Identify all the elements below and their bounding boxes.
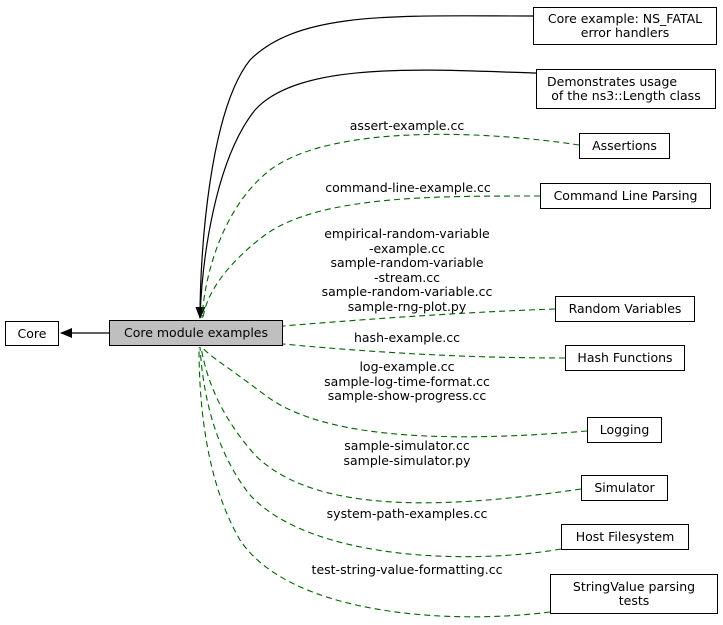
edge-stringvalue xyxy=(198,346,551,618)
edge-label-stringvalue: test-string-value-formatting.cc xyxy=(311,562,503,578)
edge-label-cmdline-line: command-line-example.cc xyxy=(325,180,491,195)
edge-random xyxy=(282,308,556,327)
edge-label-hash-line: hash-example.cc xyxy=(353,330,461,345)
edge-logging xyxy=(201,346,588,438)
edge-label-random-line: sample-random-variable xyxy=(330,255,484,270)
edge-label-assertions-line: assert-example.cc xyxy=(349,118,465,133)
hash-node-label: Hash Functions xyxy=(577,350,673,365)
edge-label-random-line: sample-random-variable.cc xyxy=(321,284,493,299)
stringvalue-node-line-1: StringValue parsing xyxy=(572,579,696,594)
edge-length xyxy=(195,69,537,319)
edge-label-stringvalue-line: test-string-value-formatting.cc xyxy=(311,562,503,577)
cmdline-node[interactable]: Command Line Parsing xyxy=(540,183,711,209)
current-node-label: Core module examples xyxy=(123,325,269,340)
assertions-node-label: Assertions xyxy=(592,138,657,153)
edge-label-random-line: empirical-random-variable xyxy=(324,226,490,241)
edge-label-hash: hash-example.cc xyxy=(353,330,461,346)
edge-assertions xyxy=(201,133,580,319)
edge-cmdline xyxy=(202,195,541,319)
edge-label-random: empirical-random-variable -example.cc sa… xyxy=(321,226,493,314)
simulator-node[interactable]: Simulator xyxy=(581,475,668,501)
edge-label-cmdline: command-line-example.cc xyxy=(325,180,491,196)
cmdline-node-label: Command Line Parsing xyxy=(553,188,698,203)
length-node-line-2: of the ns3::Length class xyxy=(551,88,701,103)
edge-hash xyxy=(282,343,566,359)
edge-label-random-line: -stream.cc xyxy=(373,269,441,285)
filesystem-node[interactable]: Host Filesystem xyxy=(561,524,689,550)
core-node-label: Core xyxy=(17,325,47,341)
edge-label-logging-line: sample-log-time-format.cc xyxy=(324,373,490,389)
edge-label-random-line: -example.cc xyxy=(368,240,446,256)
edge-label-logging: log-example.cc sample-log-time-format.cc… xyxy=(324,359,490,404)
stringvalue-node[interactable]: StringValue parsing tests xyxy=(550,574,718,614)
edge-simulator xyxy=(200,346,582,504)
fatal-node-line-2: error handlers xyxy=(580,25,670,40)
length-node[interactable]: Demonstrates usage of the ns3::Length cl… xyxy=(536,69,716,109)
assertions-node[interactable]: Assertions xyxy=(579,133,670,159)
length-node-line-1: Demonstrates usage xyxy=(547,74,678,89)
edge-filesystem xyxy=(199,346,562,558)
current-node: Core module examples xyxy=(109,320,283,346)
stringvalue-node-line-2: tests xyxy=(618,593,650,608)
edge-label-simulator: sample-simulator.cc sample-simulator.py xyxy=(343,438,471,468)
core-node[interactable]: Core xyxy=(5,321,59,346)
random-node[interactable]: Random Variables xyxy=(555,296,695,322)
edge-label-random-line: sample-rng-plot.py xyxy=(347,298,467,314)
hash-node[interactable]: Hash Functions xyxy=(565,345,685,371)
edge-label-simulator-line: sample-simulator.py xyxy=(343,452,471,468)
simulator-node-label: Simulator xyxy=(594,480,655,495)
edge-fatal xyxy=(199,15,534,319)
edge-label-assertions: assert-example.cc xyxy=(349,118,465,134)
edge-label-filesystem: system-path-examples.cc xyxy=(326,506,488,522)
fatal-node[interactable]: Core example: NS_FATAL error handlers xyxy=(533,7,717,45)
edge-label-logging-line: sample-show-progress.cc xyxy=(327,388,487,403)
fatal-node-line-1: Core example: NS_FATAL xyxy=(547,11,703,26)
logging-node-label: Logging xyxy=(599,422,650,437)
filesystem-node-label: Host Filesystem xyxy=(575,529,675,544)
edge-label-filesystem-line: system-path-examples.cc xyxy=(326,506,488,521)
random-node-label: Random Variables xyxy=(568,301,682,316)
edge-label-logging-line: log-example.cc xyxy=(359,359,455,374)
edge-label-simulator-line: sample-simulator.cc xyxy=(344,438,470,453)
logging-node[interactable]: Logging xyxy=(587,417,662,443)
